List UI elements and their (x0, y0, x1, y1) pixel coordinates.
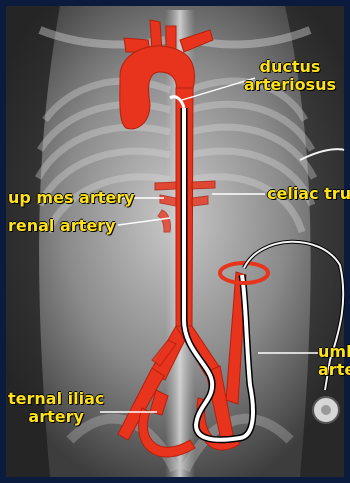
renal-artery-label: renal artery (8, 217, 116, 235)
celiac-trunk-label: celiac trur (267, 185, 350, 203)
ductus-label-line1: ductus (244, 58, 336, 76)
sup-mes-artery-label: up mes artery (8, 189, 135, 207)
umbilical-label-line1: umb (318, 343, 350, 361)
ductus-label-line2: arteriosus (244, 76, 336, 94)
ductus-arteriosus-label: ductus arteriosus (244, 58, 336, 94)
internal-iliac-artery-label: ternal iliac artery (8, 390, 104, 426)
iliac-label-line2: artery (8, 408, 104, 426)
umbilical-artery-label: umb arter (318, 343, 350, 379)
umbilical-label-line2: arter (318, 361, 350, 379)
iliac-label-line1: ternal iliac (8, 390, 104, 408)
probe-icon (313, 397, 339, 423)
